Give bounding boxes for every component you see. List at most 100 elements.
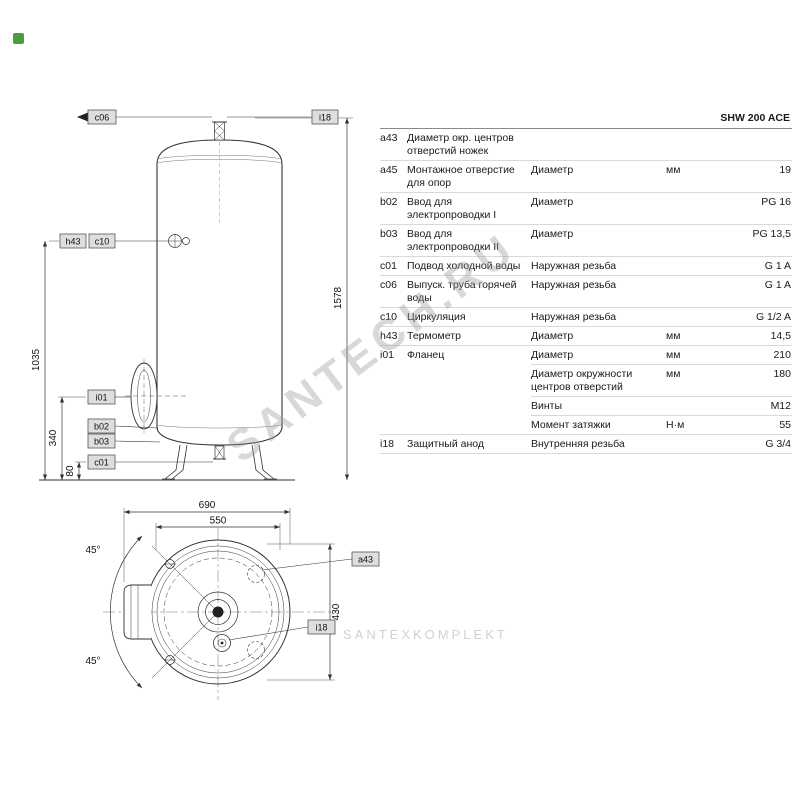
- cell-value: G 1 A: [696, 257, 792, 276]
- cell-unit: мм: [666, 346, 696, 365]
- table-row: b03 Ввод для электропроводки II Диаметр …: [380, 225, 792, 257]
- cell-unit: [666, 257, 696, 276]
- port-label-i18-top: i18: [311, 109, 339, 125]
- svg-text:i01: i01: [95, 393, 107, 403]
- cell-param: Момент затяжки: [531, 416, 666, 435]
- table-row: c06 Выпуск. труба горячей воды Наружная …: [380, 276, 792, 308]
- cell-value: G 1 A: [696, 276, 792, 308]
- cell-param: Диаметр: [531, 193, 666, 225]
- cell-unit: [666, 397, 696, 416]
- dim-thermometer-height: 1035: [31, 348, 42, 371]
- svg-text:c01: c01: [94, 458, 109, 468]
- table-row: Момент затяжки Н·м 55: [380, 416, 792, 435]
- cell-name: Подвод холодной воды: [407, 257, 531, 276]
- cell-code: a43: [380, 129, 407, 161]
- tank-body: [156, 139, 283, 446]
- table-row: Винты M12: [380, 397, 792, 416]
- cell-value: PG 13,5: [696, 225, 792, 257]
- cell-name: Фланец: [407, 348, 445, 361]
- cell-code: c10: [380, 308, 407, 327]
- cell-param: Диаметр окружности центров отверстий: [531, 365, 666, 397]
- cell-unit: [666, 193, 696, 225]
- cell-unit: мм: [666, 365, 696, 397]
- svg-text:i18: i18: [315, 623, 327, 633]
- dim-flange-height: 340: [48, 429, 59, 446]
- cell-param: Диаметр: [531, 346, 666, 365]
- table-row: a43 Диаметр окр. центров отверстий ножек: [380, 129, 792, 161]
- table-row: b02 Ввод для электропроводки I Диаметр P…: [380, 193, 792, 225]
- dim-diameter: 550: [210, 516, 227, 527]
- port-label-c10: c10: [88, 233, 116, 249]
- svg-text:b03: b03: [94, 437, 109, 447]
- cell-code: b03: [380, 225, 407, 257]
- cell-code: [380, 416, 407, 435]
- cell-value: 19: [696, 161, 792, 193]
- cell-value: 55: [696, 416, 792, 435]
- svg-text:c06: c06: [95, 113, 110, 123]
- cell-value: M12: [696, 397, 792, 416]
- cell-value: 180: [696, 365, 792, 397]
- flange-side: [123, 584, 151, 640]
- cell-param: [531, 129, 666, 161]
- svg-text:c10: c10: [95, 237, 110, 247]
- cell-param: Внутренняя резьба: [531, 435, 666, 454]
- port-label-h43: h43: [59, 233, 87, 249]
- cell-name: [407, 416, 531, 435]
- cell-unit: [666, 129, 696, 161]
- cell-value: 210: [696, 346, 792, 365]
- thermometer-fitting: [168, 234, 190, 248]
- cell-value: PG 16: [696, 193, 792, 225]
- cell-param: Наружная резьба: [531, 308, 666, 327]
- cell-name: Диаметр окр. центров отверстий ножек: [407, 129, 531, 161]
- cell-param: Диаметр: [531, 161, 666, 193]
- dim-angle-upper: 45°: [85, 545, 100, 556]
- flow-arrow-icon: [77, 112, 88, 122]
- svg-text:a43: a43: [358, 555, 373, 565]
- cold-water-inlet: [213, 445, 226, 460]
- cell-code: c06: [380, 276, 407, 308]
- cell-unit: Н·м: [666, 416, 696, 435]
- table-row: c01 Подвод холодной воды Наружная резьба…: [380, 257, 792, 276]
- port-label-b03: b03: [87, 433, 116, 449]
- dim-angle-lower: 45°: [85, 656, 100, 667]
- svg-text:b02: b02: [94, 422, 109, 432]
- table-header-model: SHW 200 ACE: [380, 110, 792, 129]
- cell-unit: мм: [666, 327, 696, 346]
- spec-table: SHW 200 ACE a43 Диаметр окр. центров отв…: [380, 110, 792, 454]
- svg-text:i18: i18: [319, 113, 331, 123]
- technical-drawing: 1578 1035 340 80: [31, 109, 380, 700]
- cell-name: Ввод для электропроводки II: [407, 225, 531, 257]
- cell-name: Ввод для электропроводки I: [407, 193, 531, 225]
- cell-unit: [666, 276, 696, 308]
- cell-code: b02: [380, 193, 407, 225]
- cell-code: [380, 365, 407, 397]
- cell-unit: [666, 225, 696, 257]
- cell-value: [696, 129, 792, 161]
- cell-code: [380, 397, 407, 416]
- svg-text:h43: h43: [65, 237, 80, 247]
- cell-value: 14,5: [696, 327, 792, 346]
- dim-depth: 430: [331, 603, 342, 620]
- cell-code: c01: [380, 257, 407, 276]
- table-row: Диаметр окружности центров отверстий мм …: [380, 365, 792, 397]
- cell-param: Наружная резьба: [531, 257, 666, 276]
- top-view: 45° 45°: [85, 500, 380, 700]
- cell-code: i18: [380, 435, 407, 454]
- port-label-b02: b02: [87, 418, 116, 434]
- cell-name: [407, 397, 531, 416]
- center-boss: [197, 591, 239, 633]
- flange: [125, 359, 187, 433]
- port-label-i18-bottom: i18: [307, 619, 336, 635]
- cell-code: a45: [380, 161, 407, 193]
- dimension-lines: [42, 118, 350, 480]
- cell-param: Наружная резьба: [531, 276, 666, 308]
- table-row: i01 Фланец Диаметр мм 210: [380, 346, 792, 365]
- cell-value: G 3/4: [696, 435, 792, 454]
- cell-unit: [666, 435, 696, 454]
- cell-param: Диаметр: [531, 225, 666, 257]
- site-logo-icon: [13, 33, 24, 44]
- anode-fitting: [212, 121, 227, 141]
- port-label-c06: c06: [87, 109, 117, 125]
- cell-unit: [666, 308, 696, 327]
